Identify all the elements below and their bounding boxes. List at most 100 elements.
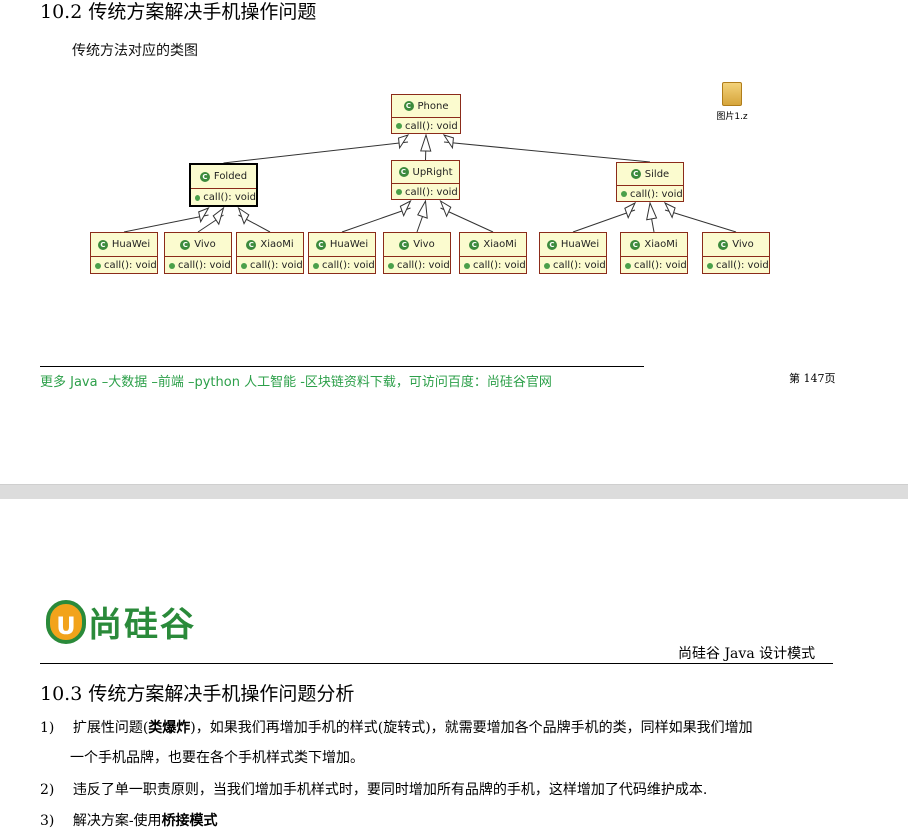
method-public-icon	[95, 262, 101, 269]
list-item-number: 2)	[40, 782, 55, 798]
class-name: Vivo	[194, 239, 216, 251]
class-name: Phone	[417, 100, 449, 112]
list-item: 1) 扩展性问题(类爆炸)，如果我们再增加手机的样式(旋转式)，就需要增加各个品…	[40, 717, 753, 737]
inheritance-arrowhead	[212, 206, 225, 226]
inheritance-arrowhead	[417, 199, 428, 219]
list-item-continuation: 一个手机品牌，也要在各个手机样式类下增加。	[70, 750, 364, 766]
method-signature: call(): void	[473, 260, 526, 272]
list-item-text: 违反了单一职责原则，当我们增加手机样式时，要同时增加所有品牌的手机，这样增加了代…	[72, 782, 708, 798]
header-divider	[40, 663, 833, 664]
folder-file-icon	[722, 82, 742, 106]
inheritance-arrowhead	[198, 207, 210, 224]
method-signature: call(): void	[405, 120, 458, 132]
class-method: call(): void	[309, 257, 375, 274]
method-signature: call(): void	[322, 260, 375, 272]
class-method: call(): void	[460, 257, 526, 274]
attachment-file-label: 图片1.z	[716, 112, 748, 122]
class-c-icon: C	[399, 239, 410, 250]
method-signature: call(): void	[104, 260, 157, 272]
class-c-icon: C	[718, 239, 729, 250]
inheritance-arrowhead	[624, 201, 637, 220]
class-method: call(): void	[703, 257, 769, 274]
inheritance-arrowhead	[420, 133, 432, 152]
method-public-icon	[195, 194, 201, 201]
method-public-icon	[625, 262, 631, 269]
class-name: Vivo	[732, 239, 754, 251]
method-signature: call(): void	[553, 260, 606, 272]
inheritance-line	[572, 209, 636, 233]
method-public-icon	[241, 262, 247, 269]
class-c-icon: C	[315, 239, 326, 250]
attachment-file[interactable]: 图片1.z	[712, 82, 752, 122]
class-method: call(): void	[384, 257, 450, 274]
running-header: 尚硅谷 Java 设计模式	[678, 646, 816, 662]
method-signature: call(): void	[716, 260, 769, 272]
list-item: 2) 违反了单一职责原则，当我们增加手机样式时，要同时增加所有品牌的手机，这样增…	[40, 779, 707, 799]
section-title-10-3: 10.3 传统方案解决手机操作问题分析	[40, 683, 355, 705]
inheritance-line	[443, 141, 651, 163]
class-name: Vivo	[413, 239, 435, 251]
class-method: call(): void	[540, 257, 606, 274]
class-c-icon: C	[546, 239, 557, 250]
method-public-icon	[169, 262, 175, 269]
class-name: XiaoMi	[644, 239, 678, 251]
method-public-icon	[388, 262, 394, 269]
list-item-number: 1)	[40, 720, 55, 736]
class-c-icon: C	[180, 239, 191, 250]
method-public-icon	[621, 191, 627, 197]
method-public-icon	[544, 262, 550, 269]
method-signature: call(): void	[634, 260, 687, 272]
class-name: XiaoMi	[260, 239, 294, 251]
inheritance-arrowhead	[397, 134, 410, 150]
list-item-number: 3)	[40, 813, 55, 829]
method-signature: call(): void	[178, 260, 231, 272]
class-method: call(): void	[392, 118, 460, 134]
class-c-icon: C	[630, 239, 641, 250]
inheritance-arrowhead	[237, 206, 250, 225]
class-c-icon: C	[97, 239, 108, 250]
page-separator	[0, 484, 908, 500]
method-signature: call(): void	[405, 186, 458, 198]
class-c-icon: C	[469, 239, 480, 250]
inheritance-line	[664, 209, 737, 233]
class-name: UpRight	[412, 166, 453, 178]
logo-u-icon: U	[46, 599, 86, 644]
method-public-icon	[396, 189, 402, 195]
brand-logo: U 尚硅谷	[46, 597, 196, 646]
inheritance-arrowhead	[399, 199, 412, 218]
list-item-text: 扩展性问题(类爆炸)，如果我们再增加手机的样式(旋转式)，就需要增加各个品牌手机…	[72, 720, 753, 736]
class-name: HuaWei	[111, 239, 151, 251]
method-public-icon	[313, 262, 319, 269]
list-item: 3) 解决方案-使用桥接模式	[40, 810, 218, 830]
method-signature: call(): void	[250, 260, 303, 272]
class-c-icon: C	[398, 167, 409, 178]
class-method: call(): void	[165, 257, 231, 274]
inheritance-arrowhead	[442, 134, 454, 150]
inheritance-line	[440, 207, 494, 233]
